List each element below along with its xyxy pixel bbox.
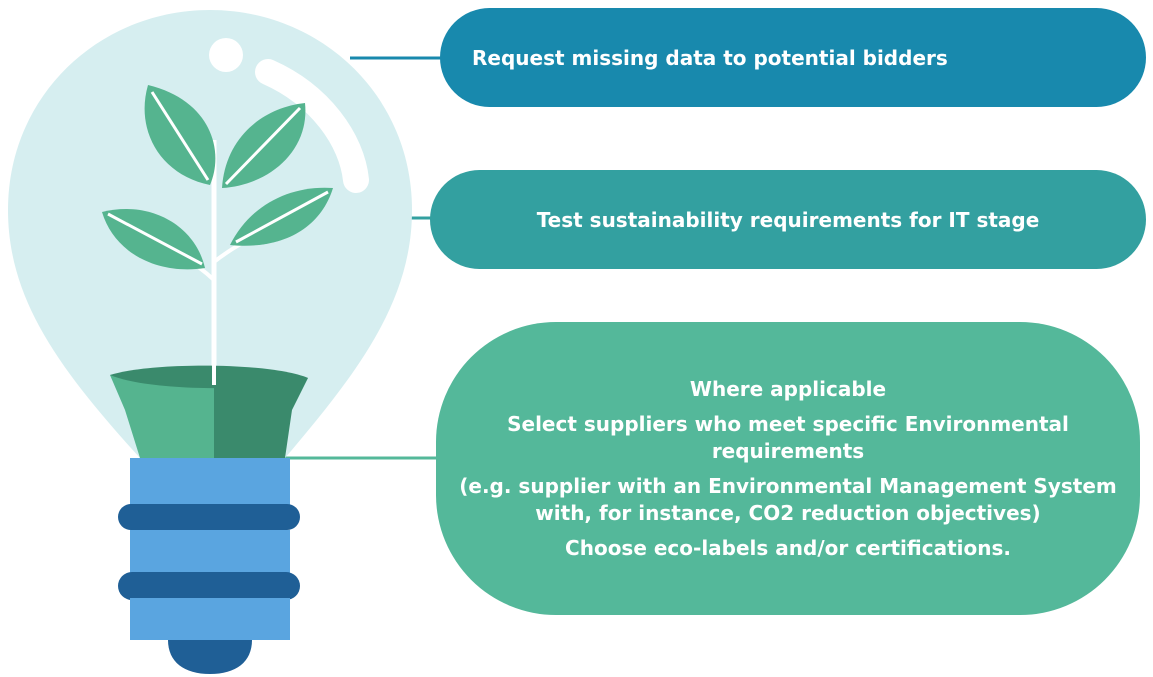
step-box-request-data: Request missing data to potential bidder…: [440, 8, 1146, 107]
pot-rim: [110, 365, 308, 389]
bulb-base-band-1: [130, 458, 290, 506]
step-box-request-data-text: Request missing data to potential bidder…: [472, 45, 948, 70]
leaf-top-left: [144, 85, 216, 185]
bulb-base-tip: [168, 640, 252, 674]
bulb-glass: [8, 10, 412, 458]
step-box-example-line: (e.g. supplier with an Environmental Man…: [459, 473, 1117, 525]
leaf-top-right: [222, 103, 306, 188]
bulb-base-band-3: [130, 598, 290, 640]
step-box-ecolabel-line: Choose eco-labels and/or certifications.: [565, 535, 1011, 560]
leaf-mid-left: [102, 208, 205, 270]
leaf-mid-right: [230, 187, 333, 246]
bulb-base-thread-2: [118, 572, 300, 600]
bulb-base-thread-1: [118, 504, 300, 530]
step-box-test-requirements-text: Test sustainability requirements for IT …: [536, 207, 1040, 232]
bulb-highlight-dot: [209, 38, 243, 72]
step-box-select-suppliers: Where applicable Select suppliers who me…: [436, 322, 1140, 615]
pot-side: [214, 372, 308, 458]
bulb-base-band-2: [130, 530, 290, 574]
step-box-heading: Where applicable: [689, 376, 887, 401]
bulb-highlight-arc: [255, 59, 369, 193]
step-box-select-line: Select suppliers who meet specific Envir…: [507, 411, 1069, 463]
pot-front: [110, 371, 214, 458]
step-box-test-requirements: Test sustainability requirements for IT …: [430, 170, 1146, 269]
